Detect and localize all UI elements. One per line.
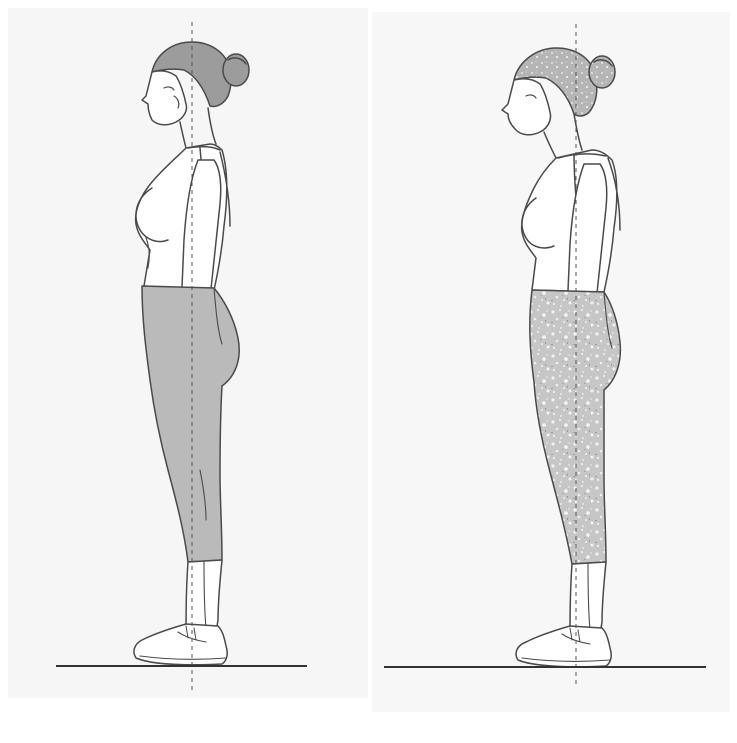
left-bun: [223, 54, 249, 86]
right-bun: [589, 56, 615, 88]
